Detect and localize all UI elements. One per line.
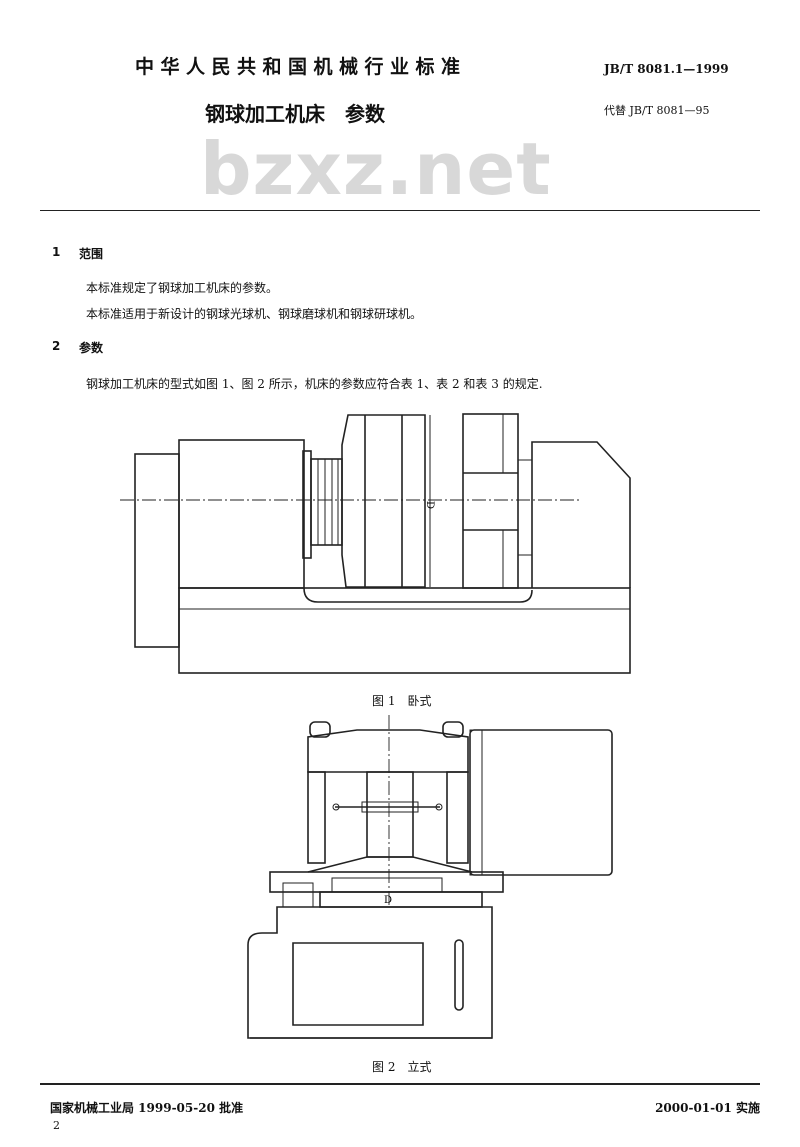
publisher-heading: 中华人民共和国机械行业标准: [135, 56, 467, 78]
page-number: 2: [53, 1119, 60, 1132]
figure-1-dimension-label: D: [424, 501, 435, 509]
standard-code: JB/T 8081.1—1999: [604, 62, 729, 76]
replaces-note: 代替 JB/T 8081—95: [604, 104, 710, 117]
figure-2-dimension-label: D: [384, 895, 392, 906]
section-1-paragraph: 本标准规定了钢球加工机床的参数。: [86, 281, 279, 295]
section-1-paragraph: 本标准适用于新设计的钢球光球机、钢球磨球机和钢球研球机。: [86, 307, 423, 321]
figure-2-caption: 图 2 立式: [372, 1060, 432, 1074]
section-2-number: 2: [52, 339, 61, 353]
section-2-heading: 参数: [79, 341, 104, 355]
header-rule: [40, 210, 760, 211]
document-title: 钢球加工机床 参数: [205, 102, 385, 126]
section-1-number: 1: [52, 245, 61, 259]
figure-2-vertical-machine: D: [247, 715, 613, 1039]
watermark: bzxz.net: [200, 127, 552, 211]
section-1-heading: 范围: [79, 247, 104, 261]
implementation-note: 2000-01-01 实施: [655, 1101, 760, 1115]
approval-note: 国家机械工业局 1999-05-20 批准: [50, 1101, 244, 1115]
section-2-paragraph: 钢球加工机床的型式如图 1、图 2 所示，机床的参数应符合表 1、表 2 和表 …: [86, 377, 543, 391]
figure-1-horizontal-machine: D: [120, 413, 631, 674]
footer-rule: [40, 1083, 760, 1085]
figure-1-caption: 图 1 卧式: [372, 694, 432, 708]
